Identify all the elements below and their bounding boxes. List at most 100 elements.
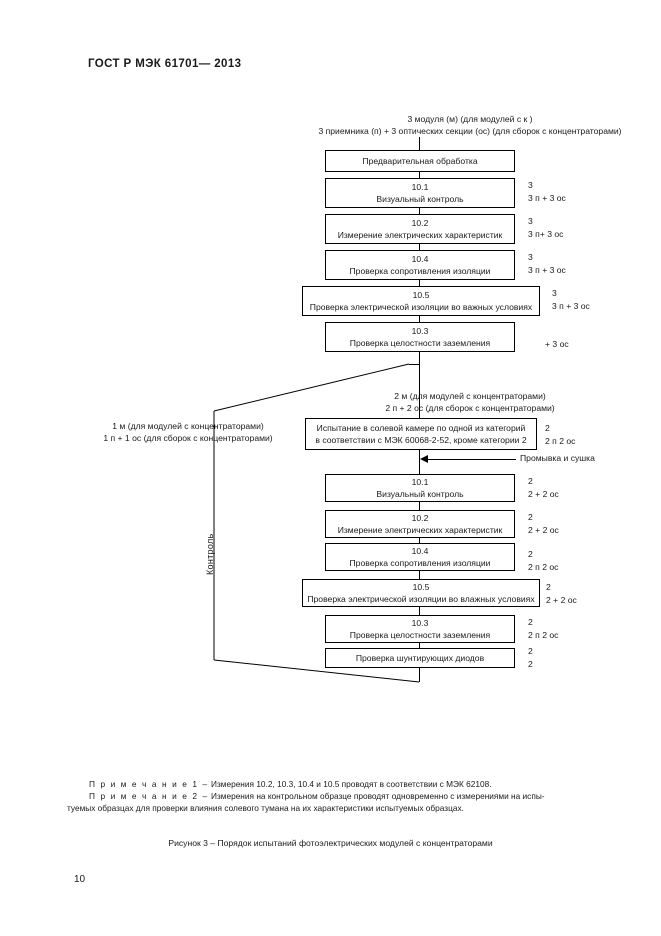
- box-number: 10.5: [412, 289, 430, 300]
- box-upper-10-4: 10.4 Проверка сопротивления изоляции: [325, 250, 515, 280]
- box-title: Проверка целостности заземления: [349, 630, 491, 640]
- annotation-upper-10-5: 3 3 п + 3 ос: [552, 287, 590, 312]
- note-1-text: Измерения 10.2, 10.3, 10.4 и 10.5 провод…: [208, 779, 492, 789]
- top-header-line1: 3 модуля (м) (для модулей с к ): [407, 114, 533, 124]
- left-header-line1: 1 м (для модулей с концентраторами): [112, 421, 264, 431]
- note-1: П р и м е ч а н и е 1 – Измерения 10.2, …: [67, 778, 597, 790]
- connector-4: [419, 280, 420, 286]
- box-title: Визуальный контроль: [376, 489, 464, 499]
- annotation-top: 3: [528, 252, 533, 262]
- annotation-top: 2: [528, 617, 533, 627]
- wash-arrow-line: [428, 459, 516, 460]
- connector-1: [419, 172, 420, 178]
- box-upper-10-1: 10.1 Визуальный контроль: [325, 178, 515, 208]
- annotation-bottom: 2: [528, 658, 533, 669]
- box-number: 10.1: [411, 181, 429, 192]
- annotation-bottom: 2 п 2 ос: [528, 561, 559, 572]
- annotation-top: 3: [552, 288, 557, 298]
- annotation-bypass-diodes: 2 2: [528, 645, 533, 670]
- annotation-lower-10-5: 2 2 + 2 ос: [546, 581, 577, 606]
- annotation-top: 2: [545, 423, 550, 433]
- box-title: Проверка электрической изоляции во влажн…: [307, 594, 535, 604]
- annotation-bottom: 3 п+ 3 ос: [528, 228, 564, 239]
- annotation-lower-10-3: 2 2 п 2 ос: [528, 616, 558, 641]
- box-number: 10.2: [411, 512, 429, 523]
- box-number: 10.4: [411, 545, 429, 556]
- annotation-upper-10-2: 3 3 п+ 3 ос: [528, 215, 563, 240]
- box-title: Проверка шунтирующих диодов: [355, 652, 485, 663]
- connector-5: [419, 316, 420, 322]
- note-2-lead: П р и м е ч а н и е 2 –: [89, 791, 209, 802]
- wash-label: Промывка и сушка: [520, 453, 595, 463]
- connector-6: [419, 352, 420, 364]
- box-number: 10.4: [411, 253, 429, 264]
- top-header-line2: 3 приемника (п) + 3 оптических секции (о…: [318, 126, 622, 136]
- notes-block: П р и м е ч а н и е 1 – Измерения 10.2, …: [67, 778, 597, 815]
- connector-header-to-pretreatment: [419, 137, 420, 150]
- box-upper-10-5: 10.5 Проверка электрической изоляции во …: [302, 286, 540, 316]
- annotation-top: 2: [528, 646, 533, 656]
- note-1-lead: П р и м е ч а н и е 1 –: [89, 779, 209, 789]
- box-number: 10.2: [411, 217, 429, 228]
- box-lower-10-2: 10.2 Измерение электрических характерист…: [325, 510, 515, 538]
- box-title: Проверка электрической изоляции во важны…: [309, 302, 533, 312]
- box-line1: Испытание в солевой камере по одной из к…: [316, 422, 526, 433]
- connector-2: [419, 208, 420, 214]
- left-header-line2: 1 п + 1 ос (для сборок с концентраторами…: [103, 433, 273, 443]
- box-title: Проверка сопротивления изоляции: [349, 266, 491, 276]
- box-line2: в соответствии с МЭК 60068-2-52, кроме к…: [315, 435, 527, 445]
- annotation-bottom: 3 п + 3 ос: [528, 192, 566, 203]
- box-bypass-diodes: Проверка шунтирующих диодов: [325, 648, 515, 668]
- connector-l5: [419, 643, 420, 648]
- annotation-salt-chamber: 2 2 п 2 ос: [545, 422, 575, 447]
- connector-split-stub: [409, 364, 420, 365]
- connector-l3: [419, 571, 420, 579]
- annotation-upper-10-4: 3 3 п + 3 ос: [528, 251, 566, 276]
- annotation-top: 2: [546, 582, 551, 592]
- box-number: 10.1: [411, 476, 429, 487]
- mid-header-line2: 2 п + 2 ос (для сборок с концентраторами…: [385, 403, 555, 413]
- connector-mid-down: [419, 364, 420, 418]
- annotation-bottom: 2 + 2 ос: [546, 594, 577, 605]
- box-title: Проверка сопротивления изоляции: [349, 558, 491, 568]
- page-number: 10: [74, 874, 86, 885]
- annotation-upper-10-1: 3 3 п + 3 ос: [528, 179, 566, 204]
- connector-l4: [419, 607, 420, 615]
- annotation-lower-10-2: 2 2 + 2 ос: [528, 511, 559, 536]
- box-lower-10-5: 10.5 Проверка электрической изоляции во …: [302, 579, 540, 607]
- box-number: 10.3: [411, 617, 429, 628]
- mid-header-line1: 2 м (для модулей с концентраторами): [394, 391, 546, 401]
- box-upper-10-2: 10.2 Измерение электрических характерист…: [325, 214, 515, 244]
- annotation-bottom: 3 п + 3 ос: [528, 264, 566, 275]
- note-2: П р и м е ч а н и е 2 – Измерения на кон…: [67, 790, 597, 802]
- box-title: Измерение электрических характеристик: [337, 525, 503, 535]
- box-title: Визуальный контроль: [376, 194, 464, 204]
- note-2-cont: туемых образцах для проверки влияния сол…: [67, 803, 464, 814]
- connector-l6: [419, 668, 420, 682]
- annotation-bottom: 3 п + 3 ос: [552, 300, 590, 311]
- annotation-top: 2: [528, 476, 533, 486]
- box-title: Измерение электрических характеристик: [337, 230, 503, 240]
- wash-arrow-head: [420, 455, 428, 463]
- annotation-bottom: 2 п 2 ос: [528, 629, 559, 640]
- annotation-bottom: 2 + 2 ос: [528, 488, 559, 499]
- annotation-top: 3: [528, 216, 533, 226]
- box-lower-10-3: 10.3 Проверка целостности заземления: [325, 615, 515, 643]
- annotation-upper-10-3: + 3 ос: [545, 338, 569, 351]
- box-lower-10-4: 10.4 Проверка сопротивления изоляции: [325, 543, 515, 571]
- connector-3: [419, 244, 420, 250]
- box-salt-chamber: Испытание в солевой камере по одной из к…: [305, 418, 537, 450]
- control-label: Контроль: [205, 533, 215, 576]
- connector-l1: [419, 502, 420, 510]
- annotation-lower-10-1: 2 2 + 2 ос: [528, 475, 559, 500]
- annotation-bottom: + 3 ос: [545, 339, 569, 349]
- standard-header: ГОСТ Р МЭК 61701— 2013: [88, 58, 242, 70]
- connector-l2: [419, 538, 420, 543]
- annotation-lower-10-4: 2 2 п 2 ос: [528, 548, 558, 573]
- annotation-top: 2: [528, 549, 533, 559]
- annotation-bottom: 2 + 2 ос: [528, 524, 559, 535]
- annotation-bottom: 2 п 2 ос: [545, 435, 576, 446]
- box-number: 10.5: [412, 581, 430, 592]
- box-pretreatment: Предварительная обработка: [325, 150, 515, 172]
